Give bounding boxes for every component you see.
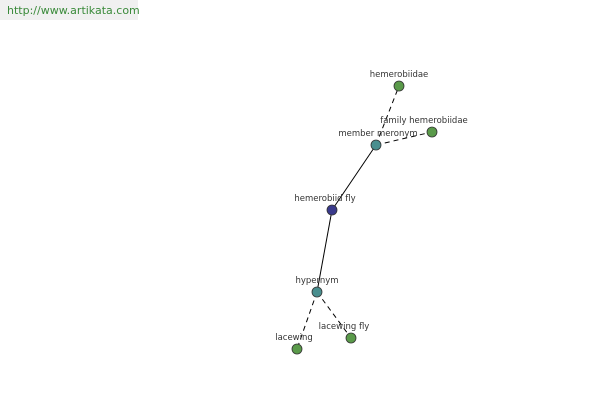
edge-hemerobiid-fly-to-member-meronym: [331, 144, 377, 211]
node-label-lacewing-fly: lacewing fly: [319, 322, 370, 332]
node-marker-lacewing[interactable]: [291, 343, 303, 355]
node-marker-hemerobiidae[interactable]: [393, 80, 405, 92]
site-url-link[interactable]: http://www.artikata.com: [7, 4, 140, 17]
node-label-hemerobiid-fly: hemerobiid fly: [294, 194, 355, 204]
edge-hemerobiid-fly-to-hypernym: [316, 209, 333, 293]
node-label-hemerobiidae: hemerobiidae: [370, 70, 429, 80]
node-marker-lacewing-fly[interactable]: [345, 332, 357, 344]
edge-hypernym-to-lacewing-fly: [316, 291, 352, 339]
node-marker-hypernym[interactable]: [311, 286, 323, 298]
graph-nodes: hemerobiidae family hemerobiidae member me…: [275, 70, 468, 355]
node-marker-hemerobiid-fly[interactable]: [326, 204, 338, 216]
node-hemerobiidae[interactable]: hemerobiidae: [370, 70, 429, 92]
node-label-member-meronym: member meronym: [338, 129, 417, 139]
graph-edges: [296, 85, 433, 350]
node-label-lacewing: lacewing: [275, 333, 313, 343]
node-label-hypernym: hypernym: [295, 276, 338, 286]
node-lacewing-fly[interactable]: lacewing fly: [319, 322, 370, 344]
edge-member-meronym-to-family-hemerobiidae: [375, 131, 433, 146]
node-marker-member-meronym[interactable]: [370, 139, 382, 151]
node-hemerobiid-fly[interactable]: hemerobiid fly: [294, 194, 356, 216]
node-hypernym[interactable]: hypernym: [295, 276, 339, 298]
node-lacewing[interactable]: lacewing: [275, 333, 313, 355]
node-marker-family-hemerobiidae[interactable]: [426, 126, 438, 138]
node-family-hemerobiidae[interactable]: family hemerobiidae: [380, 116, 468, 138]
node-member-meronym[interactable]: member meronym: [338, 129, 418, 151]
edge-member-meronym-to-hemerobiidae: [375, 85, 400, 146]
node-label-family-hemerobiidae: family hemerobiidae: [380, 116, 468, 126]
edge-hypernym-to-lacewing: [296, 291, 318, 350]
url-banner: http://www.artikata.com: [0, 0, 140, 20]
